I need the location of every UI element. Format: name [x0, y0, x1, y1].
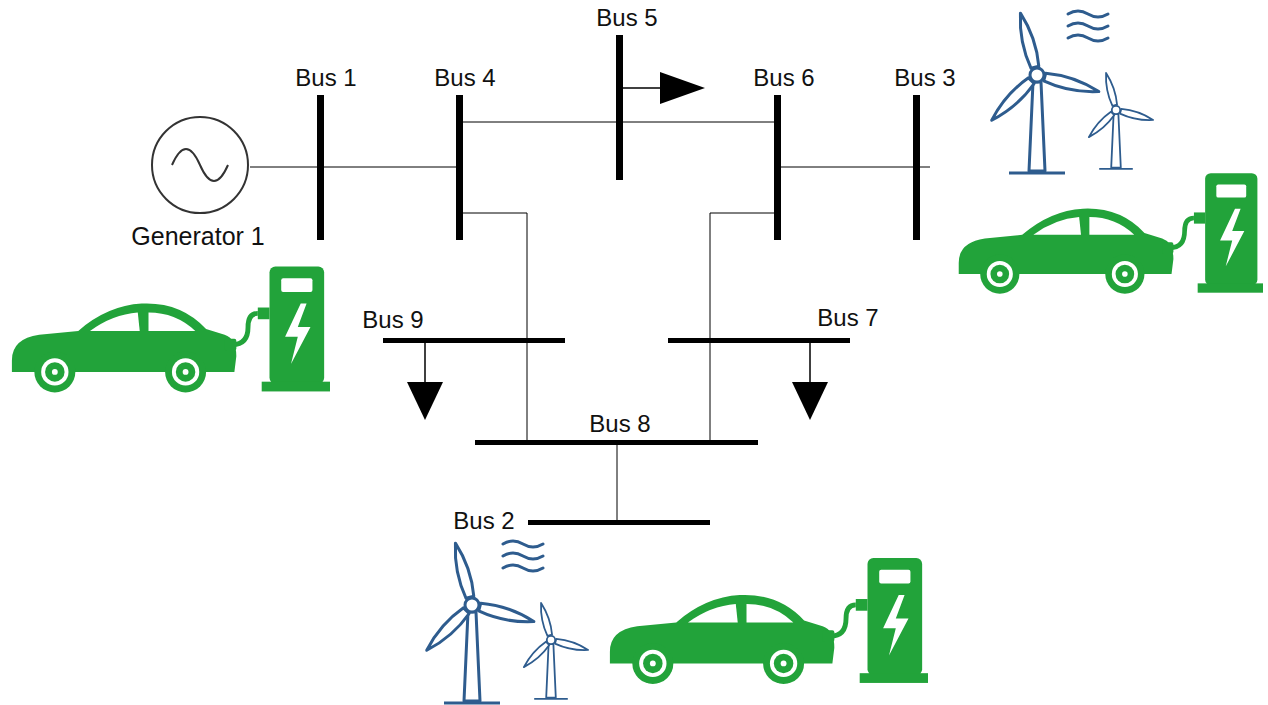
transmission-line — [623, 122, 774, 123]
bus-bar: Bus 6 — [774, 95, 781, 240]
bus-label: Bus 3 — [894, 64, 955, 92]
bus-label: Bus 2 — [453, 507, 514, 535]
bus-bar: Bus 9 — [383, 338, 565, 343]
bus-label: Bus 8 — [589, 410, 650, 438]
bus-bar: Bus 2 — [528, 520, 710, 525]
transmission-line — [463, 122, 616, 123]
load-symbol — [407, 342, 443, 420]
generator-node: Generator 1 — [150, 115, 250, 215]
transmission-line — [781, 167, 913, 168]
transmission-line — [324, 167, 456, 168]
wind-turbine — [988, 11, 1154, 173]
bus-bar: Bus 5 — [616, 35, 623, 180]
bus-label: Bus 1 — [295, 64, 356, 92]
generator-label: Generator 1 — [131, 221, 264, 251]
ev-charger — [12, 267, 330, 393]
bus-label: Bus 6 — [753, 64, 814, 92]
bus-label: Bus 5 — [596, 4, 657, 32]
transmission-line — [617, 445, 618, 520]
wind-turbine — [423, 541, 589, 703]
transmission-line — [250, 167, 317, 168]
ev-charger — [959, 173, 1263, 293]
transmission-line — [710, 213, 774, 338]
bus-label: Bus 7 — [817, 304, 878, 332]
bus-bar: Bus 8 — [475, 440, 758, 445]
bus-label: Bus 4 — [434, 64, 495, 92]
bus-bar: Bus 3 — [913, 95, 920, 240]
load-symbol — [792, 342, 828, 420]
transmission-line — [463, 213, 527, 338]
load-symbol — [622, 72, 705, 104]
bus-bar: Bus 7 — [668, 338, 850, 343]
ev-charger — [610, 558, 928, 684]
wire-stub — [919, 167, 930, 168]
bus-bar: Bus 1 — [317, 95, 324, 240]
generator-symbol — [150, 115, 250, 215]
bus-bar: Bus 4 — [456, 95, 463, 240]
transmission-line — [527, 343, 528, 440]
transmission-line — [710, 343, 711, 440]
bus-label: Bus 9 — [362, 306, 423, 334]
